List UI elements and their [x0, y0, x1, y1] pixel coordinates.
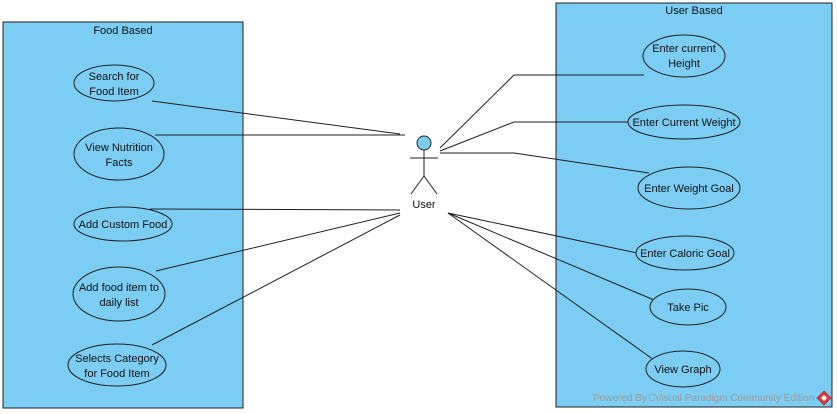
- use-case-label: daily list: [99, 297, 138, 309]
- actor-left-leg: [410, 175, 425, 195]
- use-case-label: Enter Current Weight: [632, 117, 735, 129]
- use-case-label: Add food item to: [79, 282, 159, 294]
- assoc-enter-weight: [439, 121, 631, 152]
- use-case-enter-height[interactable]: Enter current Height: [642, 34, 726, 78]
- use-case-view-nutrition[interactable]: View Nutrition Facts: [73, 127, 165, 181]
- use-case-add-food-daily[interactable]: Add food item to daily list: [72, 266, 166, 322]
- assoc-take-pic: [447, 212, 655, 301]
- assoc-weight-goal: [440, 152, 650, 174]
- actor-head: [416, 135, 432, 151]
- assoc-add-custom-food: [149, 208, 401, 211]
- actor-right-leg: [423, 175, 438, 195]
- use-case-label: Enter current: [652, 43, 716, 55]
- user-associations: [439, 74, 655, 361]
- use-case-search-food[interactable]: Search for Food Item: [73, 64, 155, 102]
- use-case-enter-weight[interactable]: Enter Current Weight: [627, 104, 741, 140]
- food-based-title: Food Based: [93, 25, 152, 37]
- visual-paradigm-logo-icon: [816, 390, 832, 406]
- assoc-search-food: [151, 100, 401, 135]
- use-case-label: for Food Item: [84, 368, 149, 380]
- use-case-label: View Graph: [654, 364, 711, 376]
- actor-user[interactable]: User: [410, 135, 438, 211]
- assoc-caloric-goal: [447, 212, 638, 254]
- use-case-label: Selects Category: [75, 353, 159, 365]
- use-case-label: Facts: [106, 157, 133, 169]
- assoc-select-category: [151, 214, 401, 346]
- watermark-text: Powered By ⎕Visual Paradigm Community Ed…: [593, 393, 814, 404]
- use-case-label: Take Pic: [667, 302, 709, 314]
- assoc-enter-height: [439, 74, 644, 149]
- use-case-label: Search for: [89, 71, 140, 83]
- use-case-label: Height: [668, 58, 700, 70]
- watermark: Powered By ⎕Visual Paradigm Community Ed…: [593, 390, 832, 406]
- assoc-add-food-daily: [155, 212, 401, 272]
- use-case-caloric-goal[interactable]: Enter Caloric Goal: [635, 235, 735, 271]
- use-case-take-pic[interactable]: Take Pic: [649, 288, 727, 326]
- assoc-view-graph: [447, 212, 655, 361]
- use-case-view-graph[interactable]: View Graph: [645, 350, 721, 388]
- use-case-label: Enter Weight Goal: [644, 183, 734, 195]
- use-case-select-category[interactable]: Selects Category for Food Item: [67, 343, 167, 387]
- actor-label: User: [412, 199, 436, 211]
- use-case-label: Food Item: [89, 86, 139, 98]
- user-based-title: User Based: [665, 5, 722, 17]
- use-case-label: Add Custom Food: [79, 219, 168, 231]
- use-case-weight-goal[interactable]: Enter Weight Goal: [637, 166, 741, 210]
- food-associations: [149, 100, 405, 346]
- use-case-label: Enter Caloric Goal: [640, 248, 730, 260]
- use-case-label: View Nutrition: [85, 142, 153, 154]
- use-case-add-custom-food[interactable]: Add Custom Food: [73, 206, 173, 242]
